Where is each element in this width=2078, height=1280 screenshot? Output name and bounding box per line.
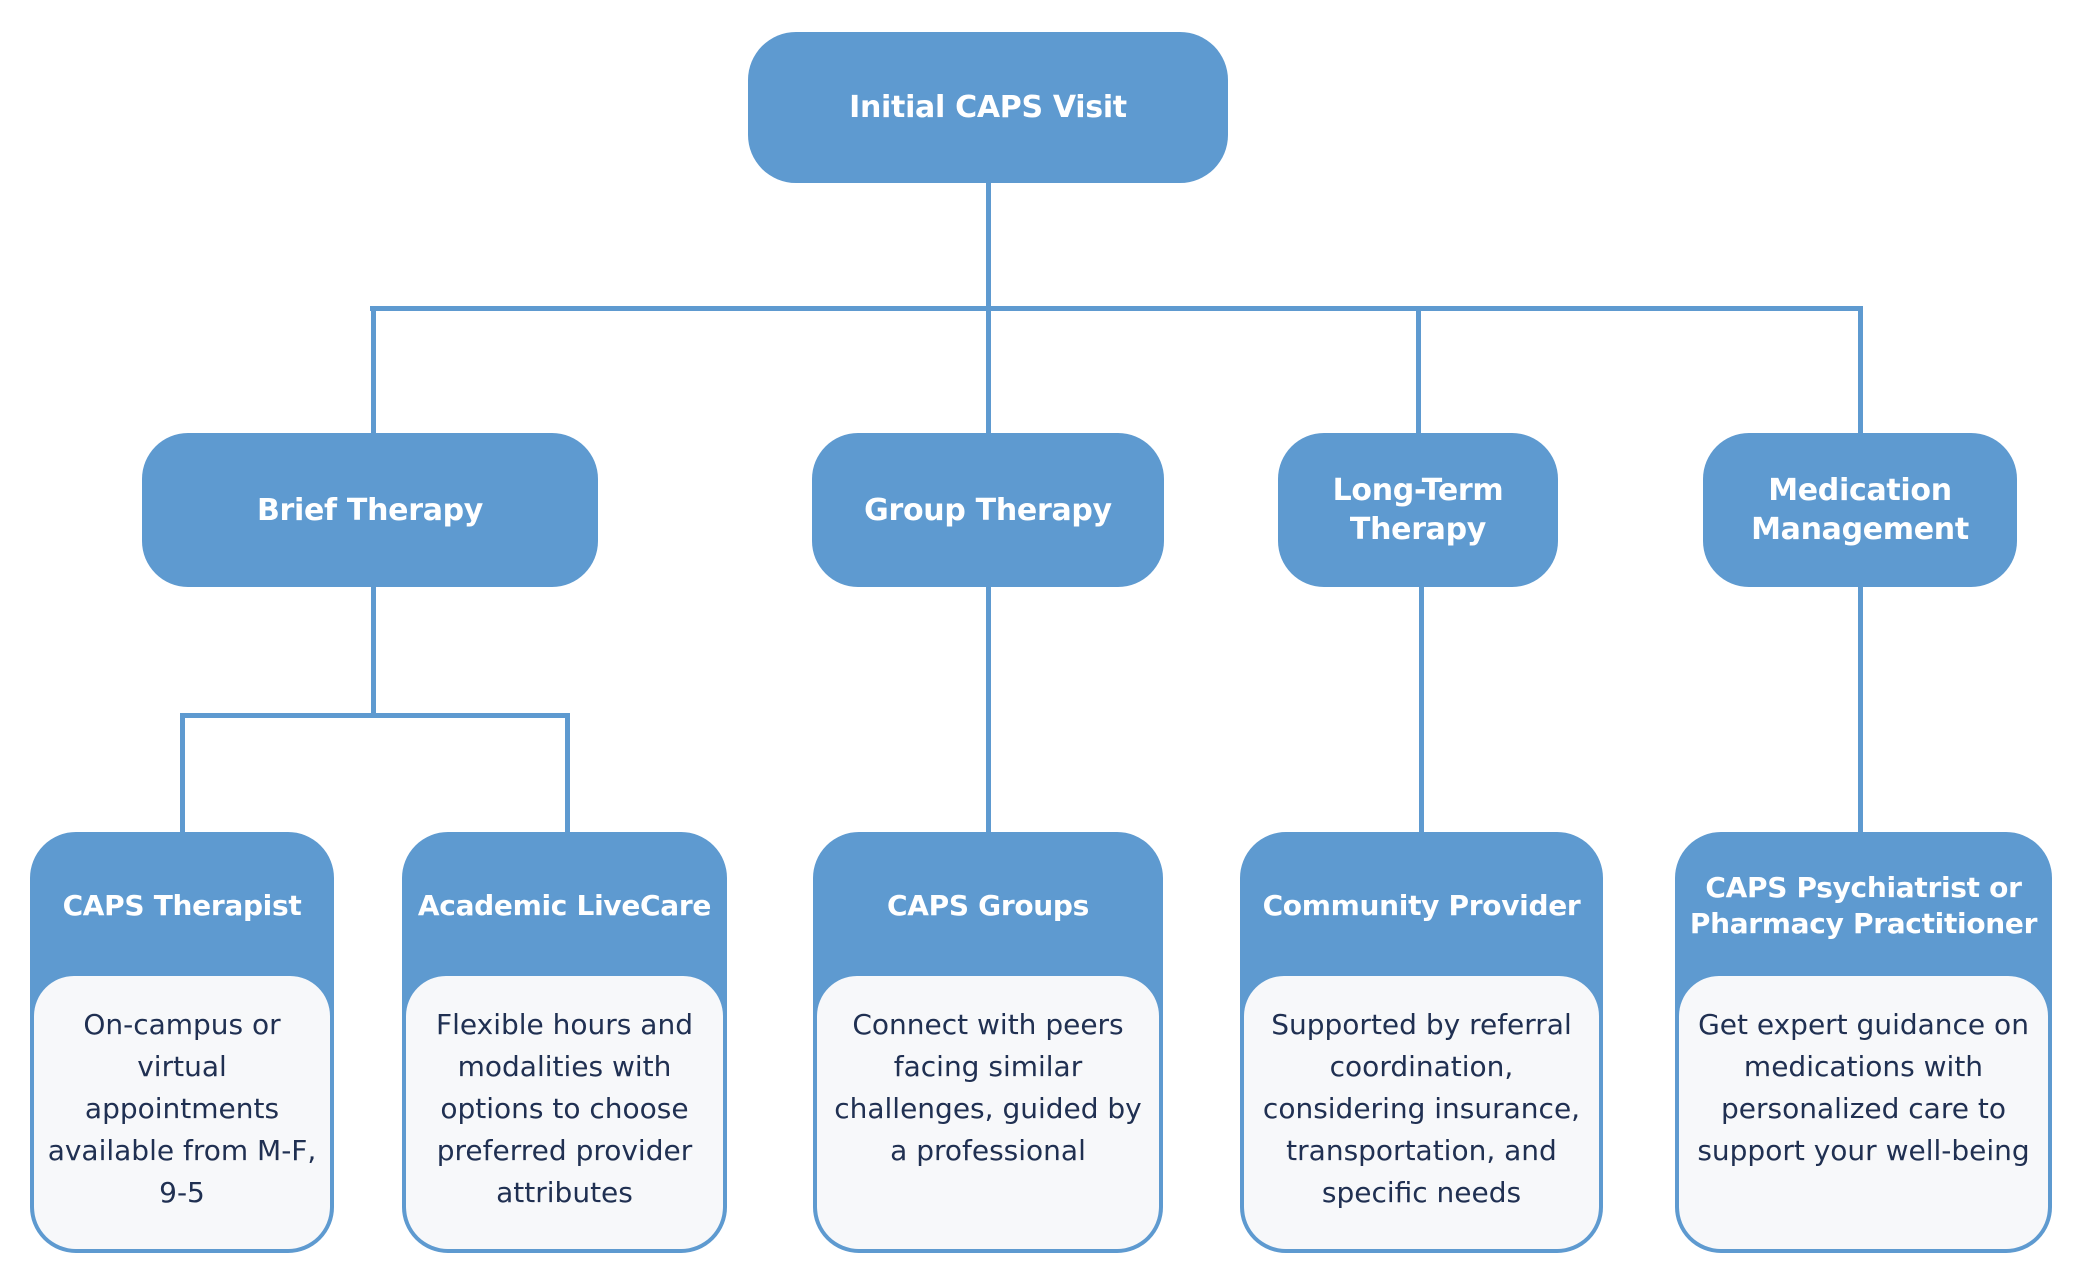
node-medication-management: Medication Management (1703, 433, 2017, 587)
node-group-therapy: Group Therapy (812, 433, 1164, 587)
connector-brief-subtrunk (371, 587, 376, 717)
connector-drop-caps-groups (986, 587, 991, 832)
connector-main-horizontal (370, 306, 1863, 311)
node-brief-therapy: Brief Therapy (142, 433, 598, 587)
connector-brief-horizontal (180, 713, 570, 718)
connector-drop-academic-livecare (565, 716, 570, 832)
node-initial-caps-visit-label: Initial CAPS Visit (849, 90, 1127, 125)
connector-drop-brief-therapy (371, 308, 376, 433)
card-caps-psychiatrist-title: CAPS Psychiatrist or Pharmacy Practition… (1689, 870, 2038, 940)
node-medication-management-label: Medication Management (1751, 473, 1969, 547)
card-caps-groups-description: Connect with peers facing similar challe… (817, 976, 1159, 1249)
card-caps-therapist-title: CAPS Therapist (62, 888, 302, 922)
node-group-therapy-label: Group Therapy (864, 492, 1112, 528)
card-caps-groups-title: CAPS Groups (886, 888, 1090, 922)
card-academic-livecare-description: Flexible hours and modalities with optio… (406, 976, 723, 1249)
node-longterm-therapy-label: Long-Term Therapy (1332, 473, 1504, 547)
connector-drop-group-therapy (986, 308, 991, 433)
node-brief-therapy-label: Brief Therapy (256, 492, 484, 528)
node-initial-caps-visit: Initial CAPS Visit (748, 32, 1228, 183)
connector-drop-caps-therapist (180, 716, 185, 832)
card-community-provider-description: Supported by referral coordination, cons… (1244, 976, 1599, 1249)
connector-root-trunk (986, 183, 991, 309)
card-community-provider: Community Provider Supported by referral… (1240, 832, 1603, 1253)
connector-drop-community-provider (1419, 587, 1424, 832)
connector-drop-medication (1858, 308, 1863, 433)
card-caps-psychiatrist: CAPS Psychiatrist or Pharmacy Practition… (1675, 832, 2052, 1253)
card-caps-therapist: CAPS Therapist On-campus or virtual appo… (30, 832, 334, 1253)
card-academic-livecare: Academic LiveCare Flexible hours and mod… (402, 832, 727, 1253)
node-longterm-therapy: Long-Term Therapy (1278, 433, 1558, 587)
connector-drop-longterm-therapy (1416, 308, 1421, 433)
card-caps-therapist-description: On-campus or virtual appointments availa… (34, 976, 330, 1249)
card-caps-groups: CAPS Groups Connect with peers facing si… (813, 832, 1163, 1253)
connector-drop-caps-psychiatrist (1858, 587, 1863, 832)
card-academic-livecare-title: Academic LiveCare (417, 888, 712, 922)
card-caps-psychiatrist-description: Get expert guidance on medications with … (1679, 976, 2048, 1249)
card-community-provider-title: Community Provider (1262, 888, 1581, 922)
